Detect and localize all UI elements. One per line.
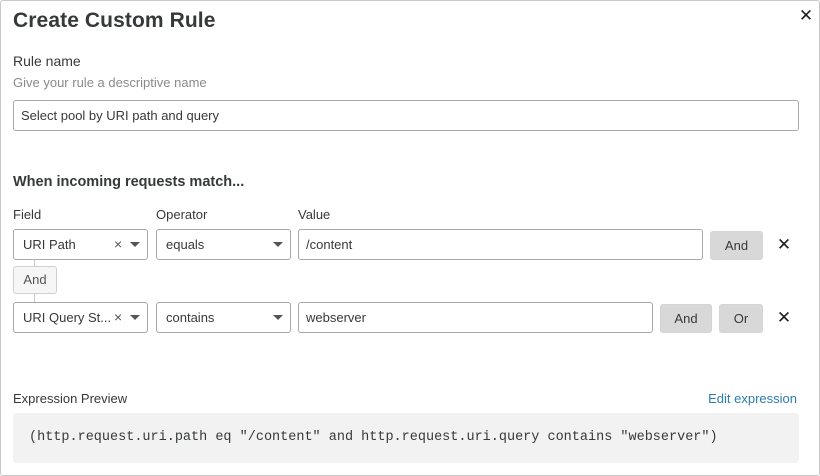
value-input-2[interactable] [298, 302, 653, 333]
value-input-1[interactable] [298, 229, 703, 260]
rule-name-input[interactable] [13, 100, 799, 131]
chevron-down-icon [273, 315, 283, 320]
and-connector-badge: And [13, 266, 57, 294]
chevron-down-icon [130, 315, 140, 320]
connector-line-bottom [34, 294, 35, 302]
expression-preview-code: (http.request.uri.path eq "/content" and… [29, 430, 718, 445]
chevron-down-icon [273, 242, 283, 247]
close-icon[interactable]: ✕ [798, 6, 814, 25]
or-button-2[interactable]: Or [719, 304, 763, 333]
field-column-label: Field [13, 207, 42, 222]
field-select-value: URI Query St... [23, 310, 111, 325]
operator-select-value: contains [166, 310, 215, 325]
operator-column-label: Operator [156, 207, 208, 222]
expression-preview-label: Expression Preview [13, 391, 128, 406]
rule-name-label: Rule name [13, 53, 81, 69]
expression-preview-box: (http.request.uri.path eq "/content" and… [13, 413, 799, 463]
field-select-1[interactable]: URI Path × [13, 229, 148, 260]
remove-condition-icon-1[interactable]: ✕ [776, 235, 792, 254]
match-heading: When incoming requests match... [13, 174, 245, 190]
remove-condition-icon-2[interactable]: ✕ [776, 308, 792, 327]
dialog-title: Create Custom Rule [13, 9, 216, 32]
rule-name-hint: Give your rule a descriptive name [13, 75, 207, 90]
operator-select-value: equals [166, 237, 205, 252]
field-select-value: URI Path [23, 237, 76, 252]
and-button-2[interactable]: And [660, 304, 712, 333]
clear-icon[interactable]: × [114, 236, 123, 252]
field-select-2[interactable]: URI Query St... × [13, 302, 148, 333]
operator-select-1[interactable]: equals [156, 229, 291, 260]
chevron-down-icon [130, 242, 140, 247]
edit-expression-link[interactable]: Edit expression [708, 391, 797, 406]
value-column-label: Value [298, 207, 331, 222]
connector-line-top [34, 259, 35, 267]
operator-select-2[interactable]: contains [156, 302, 291, 333]
clear-icon[interactable]: × [114, 309, 123, 325]
and-button-1[interactable]: And [710, 231, 763, 260]
